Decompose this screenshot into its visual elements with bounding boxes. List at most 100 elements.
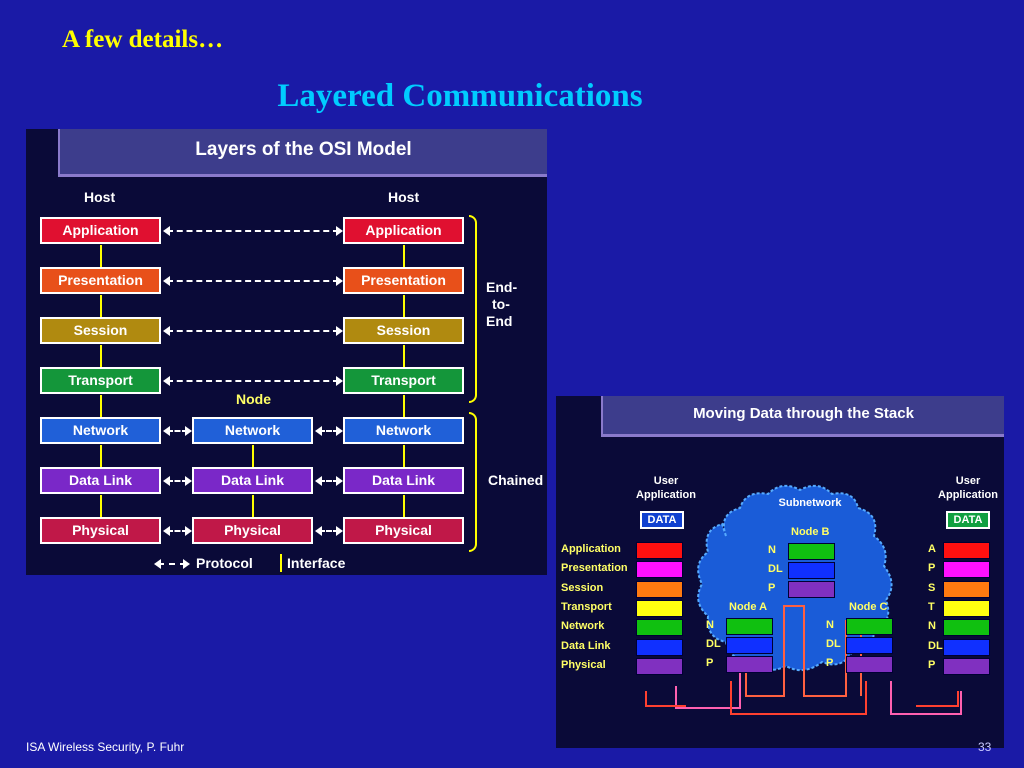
interface-arrow-transport-2 xyxy=(401,395,407,417)
node-label: Node xyxy=(236,391,271,407)
end-to-end-label: End- to- End xyxy=(486,279,517,330)
left-stack-cell-6 xyxy=(636,657,683,675)
right-stack-cell-5 xyxy=(943,638,990,656)
legend-protocol-arrow xyxy=(154,559,190,569)
stack-label-3: Transport xyxy=(561,600,612,613)
right-abbr-5: DL xyxy=(928,639,943,652)
page-number: 33 xyxy=(978,740,992,754)
node-a-abbr-1: DL xyxy=(706,638,721,650)
protocol-arrow-data-link-2 xyxy=(315,476,343,486)
layer-node-data-link: Data Link xyxy=(192,467,313,494)
left-stack-cell-2 xyxy=(636,580,683,598)
layer-node-network: Network xyxy=(192,417,313,444)
node-c-cell-2 xyxy=(846,656,893,673)
end-to-end-line-3: End xyxy=(486,313,513,329)
layer-right-presentation: Presentation xyxy=(343,267,464,294)
left-stack-cell-4 xyxy=(636,619,683,637)
right-stack-cell-1 xyxy=(943,561,990,579)
protocol-arrow-transport xyxy=(163,376,343,386)
node-c-cell-0 xyxy=(846,618,893,635)
right-abbr-0: A xyxy=(928,543,936,555)
user-app-right-line-2: Application xyxy=(938,489,998,501)
stack-label-1: Presentation xyxy=(561,562,628,575)
data-path-right xyxy=(916,691,959,707)
right-stack-cell-4 xyxy=(943,619,990,637)
host-right-label: Host xyxy=(388,189,420,205)
node-c-abbr-0: N xyxy=(826,619,834,631)
legend-protocol: Protocol xyxy=(196,555,253,571)
data-box-right: DATA xyxy=(946,511,990,529)
protocol-arrow-physical-1 xyxy=(163,526,192,536)
left-stack-cell-1 xyxy=(636,561,683,579)
right-abbr-3: T xyxy=(928,600,935,613)
interface-arrow-data-link-0 xyxy=(98,495,104,517)
right-abbr-6: P xyxy=(928,658,936,671)
stack-label-2: Session xyxy=(561,581,604,594)
node-b-cell-2 xyxy=(788,581,835,598)
interface-arrow-session-2 xyxy=(401,345,407,367)
data-box-left: DATA xyxy=(640,511,684,529)
protocol-arrow-physical-2 xyxy=(315,526,343,536)
node-a-cell-2 xyxy=(726,656,773,673)
layer-right-transport: Transport xyxy=(343,367,464,394)
stack-label-6: Physical xyxy=(561,658,606,671)
node-a-cell-0 xyxy=(726,618,773,635)
node-b-abbr-0: N xyxy=(768,544,776,556)
right-stack-cell-3 xyxy=(943,599,990,617)
node-c-abbr-1: DL xyxy=(826,638,841,650)
interface-arrow-transport-0 xyxy=(98,395,104,417)
node-a-cell-1 xyxy=(726,637,773,654)
right-abbr-1: P xyxy=(928,562,936,575)
node-b-label: Node B xyxy=(791,526,830,538)
slide-title: Layered Communications xyxy=(277,78,643,114)
user-app-left-line-1: User xyxy=(653,475,679,487)
protocol-arrow-application xyxy=(163,226,343,236)
interface-arrow-application-2 xyxy=(401,245,407,267)
legend-interface-arrow xyxy=(278,554,284,572)
layer-left-presentation: Presentation xyxy=(40,267,161,294)
layer-left-physical: Physical xyxy=(40,517,161,544)
protocol-arrow-data-link-1 xyxy=(163,476,192,486)
data-path-a-to-c xyxy=(730,681,867,715)
slide-subtitle: A few details… xyxy=(62,26,224,53)
data-path-c-to-right xyxy=(890,681,962,715)
layer-left-data-link: Data Link xyxy=(40,467,161,494)
node-c-cell-1 xyxy=(846,637,893,654)
interface-arrow-data-link-1 xyxy=(250,495,256,517)
layer-left-transport: Transport xyxy=(40,367,161,394)
stack-title: Moving Data through the Stack xyxy=(693,405,914,422)
stack-header: Moving Data through the Stack xyxy=(601,396,1004,437)
layer-node-physical: Physical xyxy=(192,517,313,544)
right-stack-cell-2 xyxy=(943,580,990,598)
chained-label: Chained xyxy=(488,472,544,488)
node-a-abbr-2: P xyxy=(706,657,714,669)
osi-header: Layers of the OSI Model xyxy=(58,129,547,177)
stack-label-0: Application xyxy=(561,543,621,555)
layer-right-session: Session xyxy=(343,317,464,344)
node-b-cell-1 xyxy=(788,562,835,579)
protocol-arrow-presentation xyxy=(163,276,343,286)
end-to-end-line-1: End- xyxy=(486,279,518,295)
end-to-end-line-2: to- xyxy=(492,296,510,312)
interface-arrow-presentation-0 xyxy=(98,295,104,317)
data-path-left xyxy=(645,691,686,707)
end-to-end-brace xyxy=(469,215,477,403)
protocol-arrow-session xyxy=(163,326,343,336)
protocol-arrow-network-1 xyxy=(163,426,192,436)
left-stack-cell-0 xyxy=(636,542,683,559)
right-abbr-4: N xyxy=(928,620,936,633)
interface-arrow-application-0 xyxy=(98,245,104,267)
interface-arrow-network-2 xyxy=(401,445,407,467)
layer-right-physical: Physical xyxy=(343,517,464,544)
interface-arrow-network-0 xyxy=(98,445,104,467)
left-stack-cell-5 xyxy=(636,638,683,656)
interface-arrow-data-link-2 xyxy=(401,495,407,517)
interface-arrow-session-0 xyxy=(98,345,104,367)
node-c-abbr-2: P xyxy=(826,657,834,669)
layer-left-session: Session xyxy=(40,317,161,344)
user-app-right-line-1: User xyxy=(955,475,981,487)
node-a-label: Node A xyxy=(729,601,768,613)
